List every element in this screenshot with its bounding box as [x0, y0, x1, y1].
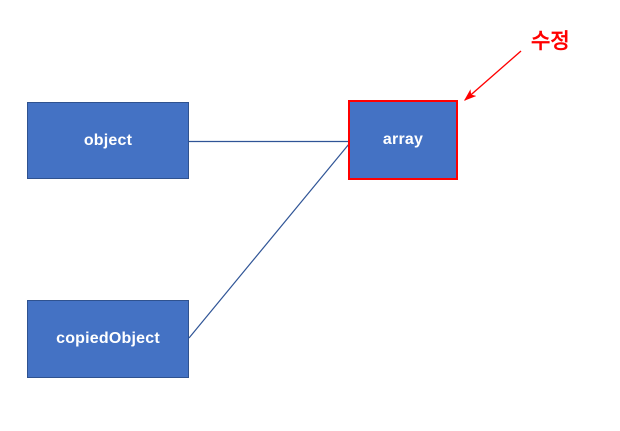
node-copiedobject-label: copiedObject — [56, 330, 160, 347]
annotation-arrow — [463, 50, 522, 101]
node-array[interactable]: array — [348, 100, 458, 180]
node-array-label: array — [382, 131, 424, 148]
node-copiedobject[interactable]: copiedObject — [27, 300, 189, 378]
edge-copiedobject-to-array — [188, 143, 350, 339]
node-object-label: object — [83, 131, 133, 149]
annotation-label: 수정 — [531, 30, 570, 53]
node-object[interactable]: object — [27, 102, 189, 179]
